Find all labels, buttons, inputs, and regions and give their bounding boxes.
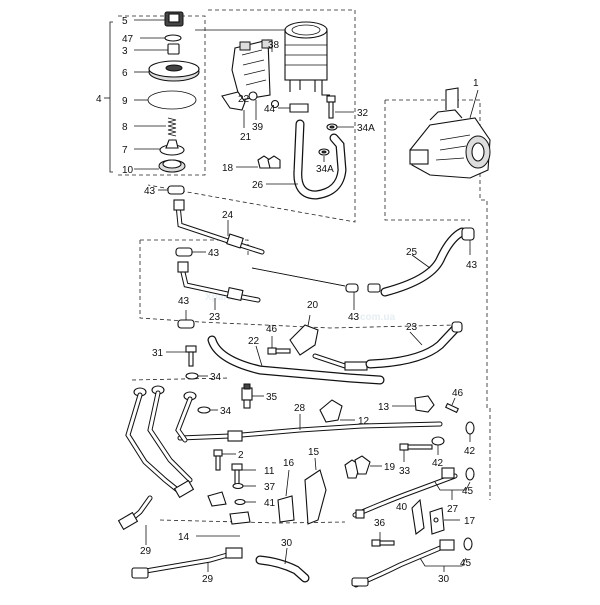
hose-lines-middle: [166, 314, 463, 385]
callout-12: 12: [358, 416, 370, 427]
reservoir-cap-stack: [104, 11, 200, 173]
callout-43-d: 43: [178, 296, 190, 307]
callout-40: 40: [396, 502, 408, 513]
callout-34A-lower: 34A: [316, 164, 334, 175]
callout-28: 28: [294, 403, 306, 414]
callout-33: 33: [399, 466, 411, 477]
callout-29-b: 29: [202, 574, 214, 585]
hose-lines-lower: [177, 383, 475, 588]
callout-2: 2: [238, 450, 244, 461]
callout-32: 32: [357, 108, 369, 119]
callout-46-b: 46: [452, 388, 464, 399]
callout-34-b: 34: [220, 406, 232, 417]
callout-46-a: 46: [266, 324, 278, 335]
callout-25: 25: [406, 247, 418, 258]
pressure-lines-left: [117, 385, 327, 583]
callout-17: 17: [464, 516, 476, 527]
callout-30-a: 30: [281, 538, 293, 549]
callout-26: 26: [252, 180, 264, 191]
callout-23-b: 23: [406, 322, 418, 333]
callout-42-a: 42: [464, 446, 476, 457]
callout-47: 47: [122, 34, 134, 45]
callout-36: 36: [374, 518, 386, 529]
callout-45-a: 45: [462, 486, 474, 497]
hose-lines-upper: [158, 185, 475, 329]
watermark-domain: com.ua: [360, 312, 395, 323]
callout-7: 7: [122, 145, 128, 156]
callout-3: 3: [122, 46, 128, 57]
callout-9: 9: [122, 96, 128, 107]
callout-22-top: 22: [238, 94, 250, 105]
callout-19: 19: [384, 462, 396, 473]
callout-6: 6: [122, 68, 128, 79]
callout-4: 4: [96, 94, 102, 105]
callout-8: 8: [122, 122, 128, 133]
callout-31: 31: [152, 348, 164, 359]
callout-41: 41: [264, 498, 276, 509]
callout-34A-upper: 34A: [357, 123, 375, 134]
callout-38: 38: [268, 40, 280, 51]
callout-44: 44: [264, 104, 276, 115]
callout-20: 20: [307, 300, 319, 311]
callout-labels: 5 47 3 6 4 9 8 7 10 38 22 21 39 44 32 34…: [96, 16, 479, 585]
callout-22-mid: 22: [248, 336, 260, 347]
callout-43-a: 43: [144, 186, 156, 197]
callout-35: 35: [266, 392, 278, 403]
callout-10: 10: [122, 165, 134, 176]
callout-39: 39: [252, 122, 264, 133]
reservoir-assembly: [195, 21, 354, 200]
callout-43-e: 43: [348, 312, 360, 323]
callout-29-a: 29: [140, 546, 152, 557]
callout-30-b: 30: [438, 574, 450, 585]
callout-5: 5: [122, 16, 128, 27]
watermark-logo: Xparts: [205, 292, 237, 303]
callout-42-b: 42: [432, 458, 444, 469]
callout-15: 15: [308, 447, 320, 458]
callout-18: 18: [222, 163, 234, 174]
callout-43-c: 43: [466, 260, 478, 271]
callout-37: 37: [264, 482, 276, 493]
callout-14: 14: [178, 532, 190, 543]
power-steering-pump: [409, 87, 491, 179]
callout-16: 16: [283, 458, 295, 469]
callout-43-b: 43: [208, 248, 220, 259]
callout-24: 24: [222, 210, 234, 221]
callout-27: 27: [447, 504, 459, 515]
callout-13: 13: [378, 402, 390, 413]
callout-1: 1: [473, 78, 479, 89]
callout-45-b: 45: [460, 558, 472, 569]
callout-34-a: 34: [210, 372, 222, 383]
callout-11: 11: [264, 466, 275, 477]
callout-21: 21: [240, 132, 252, 143]
callout-23-a: 23: [209, 312, 221, 323]
